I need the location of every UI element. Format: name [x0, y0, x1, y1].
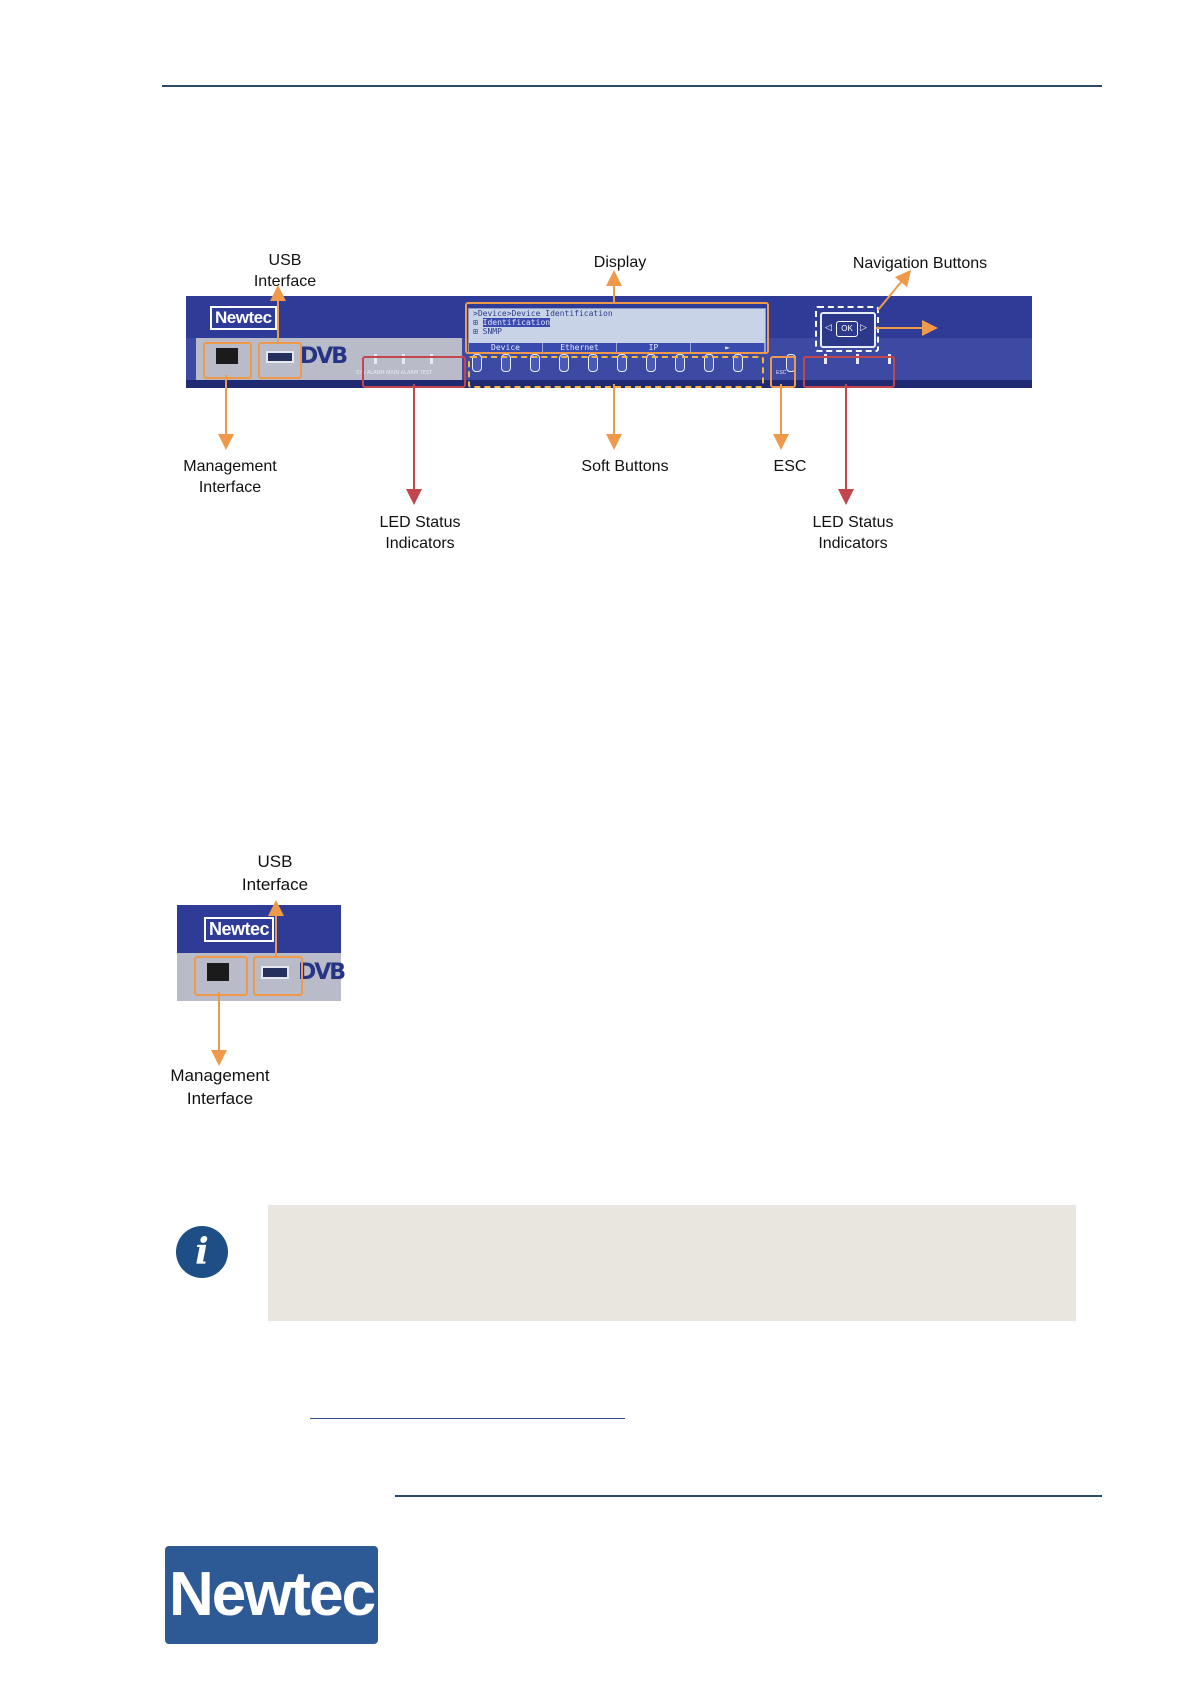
display-label: Display [593, 254, 647, 271]
lcd-tab-device: Device [469, 343, 543, 353]
esc-highlight [770, 356, 796, 388]
callout-arrows [218, 269, 938, 505]
soft-button[interactable] [704, 354, 714, 372]
management-port-icon [216, 348, 238, 364]
lcd-display: >Device>Device Identification ⊞ Identifi… [468, 308, 766, 354]
led-right-3 [888, 354, 891, 364]
led-test [430, 354, 433, 364]
hyperlink-underline[interactable] [310, 1418, 625, 1419]
soft-buttons-label: Soft Buttons [581, 458, 669, 475]
led-caption-left: SYS ALARM MAIN ALARM TEST [356, 370, 433, 376]
panel-connector-area [196, 338, 462, 380]
management-port-icon-2 [207, 963, 229, 981]
management-port-highlight-2 [194, 956, 248, 996]
dvb-logo-2: DVB [298, 960, 346, 985]
connector-callout-arrows [211, 900, 284, 1066]
usb-port-highlight [258, 342, 302, 379]
soft-button[interactable] [559, 354, 569, 372]
soft-button[interactable] [530, 354, 540, 372]
led-sys-alarm [374, 354, 377, 364]
ok-button[interactable]: OK [836, 321, 858, 337]
soft-button[interactable] [501, 354, 511, 372]
led-main-alarm [402, 354, 405, 364]
led-right-1 [824, 354, 827, 364]
navigation-arrow [877, 269, 912, 311]
nav-left-icon[interactable]: ◁ [825, 322, 832, 332]
soft-button[interactable] [675, 354, 685, 372]
lcd-tab-next: ► [691, 343, 765, 353]
lcd-tab-bar: Device Ethernet IP ► [469, 343, 765, 353]
usb-port-icon [266, 351, 294, 363]
connector-panel-logo: Newtec [204, 917, 275, 942]
soft-button[interactable] [588, 354, 598, 372]
management-port-highlight [203, 342, 252, 379]
panel-bottom-strip [186, 380, 1032, 388]
led-right-highlight [803, 356, 895, 388]
navigation-buttons-label: Navigation Buttons [852, 255, 988, 272]
soft-button[interactable] [733, 354, 743, 372]
led-right-2 [856, 354, 859, 364]
soft-button[interactable] [472, 354, 482, 372]
usb-port-icon-2 [261, 966, 289, 979]
soft-buttons-highlight [468, 356, 764, 388]
footer-rule [395, 1495, 1102, 1497]
lcd-tab-ip: IP [617, 343, 691, 353]
navigation-pad[interactable]: OK ◁ ▷ [820, 312, 876, 348]
dvb-logo: DVB [300, 344, 348, 369]
nav-right-icon[interactable]: ▷ [860, 322, 867, 332]
usb-port-highlight-2 [253, 956, 303, 996]
newtec-logo: Newtec [165, 1546, 378, 1644]
header-rule [162, 85, 1102, 87]
esc-label: ESC [773, 458, 807, 475]
lcd-tab-ethernet: Ethernet [543, 343, 617, 353]
esc-caption: ESC [776, 370, 787, 376]
note-box [268, 1205, 1076, 1321]
info-icon: i [176, 1226, 228, 1278]
soft-button[interactable] [617, 354, 627, 372]
connector-panel: Newtec DVB [177, 905, 346, 1001]
display-highlight [465, 302, 769, 354]
soft-button[interactable] [646, 354, 656, 372]
panel-logo: Newtec [210, 306, 277, 330]
